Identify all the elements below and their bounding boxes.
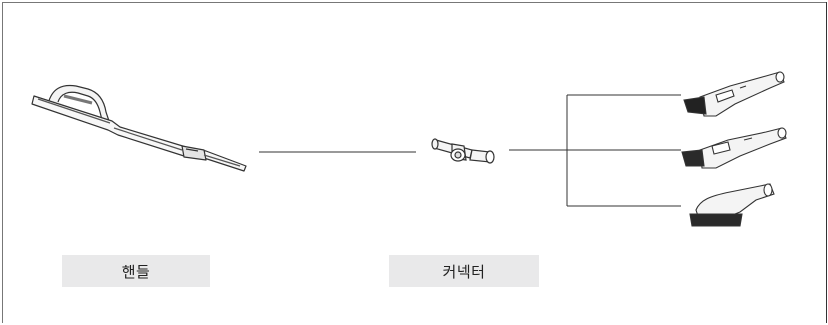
attachment-bracket [566,94,681,207]
connector-label: 커넥터 [389,255,539,287]
handle-icon [31,84,247,172]
handle-label: 핸들 [62,255,210,287]
connector-icon [431,138,495,164]
frame-right-border [826,2,827,323]
crevice-nozzle-icon [683,71,785,117]
brush-nozzle-icon [681,127,787,169]
upholstery-nozzle-icon [689,183,775,227]
